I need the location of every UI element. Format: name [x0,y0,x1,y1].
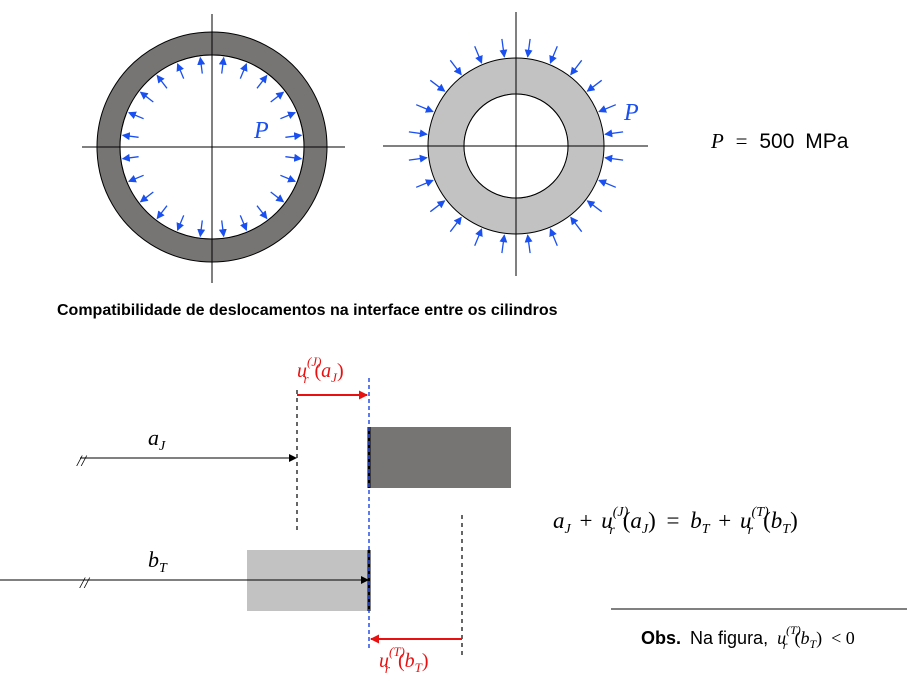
external-pressure-arrow [524,38,533,58]
external-pressure-arrow [415,104,434,113]
external-pressure-arrow [408,129,428,138]
external-pressure-arrow [604,129,624,138]
external-pressure-arrow [570,59,583,76]
internal-pressure-arrow [127,174,144,183]
external-pressure-arrow [499,38,508,58]
tube-cylinder: P [383,12,648,276]
internal-pressure-arrow [156,74,168,89]
jacket-pressure-label: P [253,118,269,144]
internal-pressure-arrow [256,74,268,89]
internal-pressure-arrow [121,153,139,162]
jacket-cylinder: P [82,14,345,283]
external-pressure-arrow [499,234,508,254]
internal-pressure-arrow [280,111,297,120]
external-pressure-arrow [524,234,533,254]
external-pressure-arrow [549,45,558,64]
internal-pressure-arrow [197,56,206,74]
external-pressure-arrow [429,79,446,92]
internal-pressure-arrow [270,191,285,203]
external-pressure-arrow [598,179,617,188]
tube-pressure-label: P [623,100,639,126]
uT-label: u(T)r(bT) [379,644,429,676]
internal-pressure-arrow [285,153,303,162]
aJ-break-mark: // [76,453,87,470]
bT-break-mark: // [79,575,90,592]
pressure-equation: P = 500 MPa [710,129,849,153]
external-pressure-arrow [415,179,434,188]
external-pressure-arrow [408,154,428,163]
external-pressure-arrow [449,59,462,76]
external-pressure-arrow [586,200,603,213]
aJ-label: aJ [148,425,166,454]
section-title: Compatibilidade de deslocamentos na inte… [57,302,558,319]
internal-pressure-arrow [176,62,185,79]
internal-pressure-arrow [139,91,154,103]
external-pressure-arrow [429,200,446,213]
displacement-diagram: // aJ // bT u(J)r(aJ) u(T)r(bT) [0,354,511,676]
external-pressure-arrow [474,228,483,247]
internal-pressure-arrow [156,205,168,220]
bT-label: bT [148,547,168,576]
external-pressure-arrow [604,154,624,163]
internal-pressure-arrow [127,111,144,120]
internal-pressure-arrow [218,56,227,74]
internal-pressure-arrow [176,215,185,232]
internal-pressure-arrow [256,205,268,220]
internal-pressure-arrow [270,91,285,103]
internal-pressure-arrow [121,132,139,141]
internal-pressure-arrow [139,191,154,203]
internal-pressure-arrow [239,62,248,79]
internal-pressure-arrow [280,174,297,183]
external-pressure-arrow [586,79,603,92]
external-pressure-arrow [598,104,617,113]
external-pressure-arrow [570,216,583,233]
internal-pressure-arrow [218,220,227,238]
obs-note: Obs. Na figura, u(T)r(bT) < 0 [641,623,855,652]
compatibility-equation: aJ + u(J)r(aJ) = bT + u(T)r(bT) [553,505,798,538]
external-pressure-arrow [449,216,462,233]
internal-pressure-arrows [121,56,303,238]
internal-pressure-arrow [197,220,206,238]
external-pressure-arrows [408,38,624,254]
external-pressure-arrow [474,45,483,64]
jacket-block [369,427,511,488]
external-pressure-arrow [549,228,558,247]
uJ-label: u(J)r(aJ) [297,354,344,386]
internal-pressure-arrow [239,215,248,232]
internal-pressure-arrow [285,132,303,141]
